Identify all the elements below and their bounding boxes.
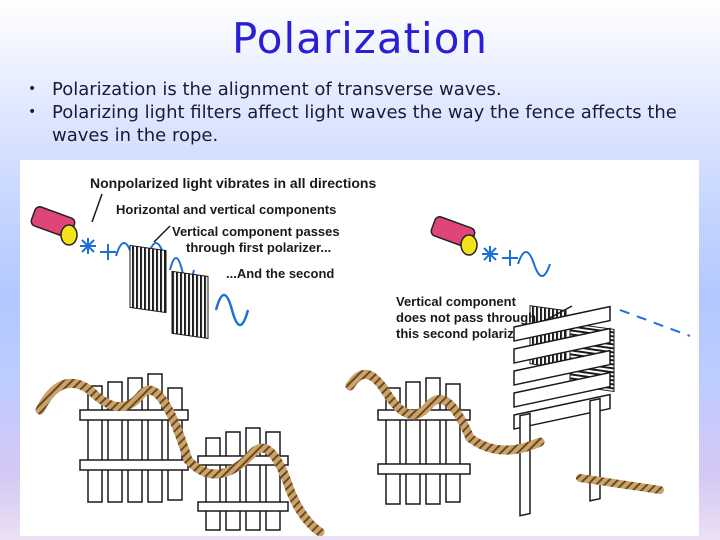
slide-title: Polarization xyxy=(0,14,720,63)
second-polarizer xyxy=(172,271,208,338)
bullet-marker: • xyxy=(28,101,36,124)
label-components: Horizontal and vertical components xyxy=(116,202,336,217)
wave-after-second xyxy=(216,295,248,325)
bullet-marker: • xyxy=(28,78,36,101)
flashlight-icon xyxy=(30,205,77,245)
sparkle-icon xyxy=(80,238,96,254)
polarization-illustration: Nonpolarized light vibrates in all direc… xyxy=(20,160,699,536)
label-passes-2: through first polarizer... xyxy=(186,240,331,255)
label-blocked-3: this second polarizer xyxy=(396,326,526,341)
first-polarizer xyxy=(130,245,166,312)
wave-unpolarized xyxy=(518,252,550,276)
blocked-wave xyxy=(620,310,690,336)
flashlight-icon xyxy=(430,215,477,255)
label-passes-1: Vertical component passes xyxy=(172,224,340,239)
label-blocked-2: does not pass through xyxy=(396,310,536,325)
label-nonpolarized: Nonpolarized light vibrates in all direc… xyxy=(90,175,376,191)
sparkle-icon xyxy=(482,246,498,262)
pointer-arrow xyxy=(154,226,170,242)
illustration-svg: Nonpolarized light vibrates in all direc… xyxy=(20,160,699,536)
bullet-list: • Polarization is the alignment of transv… xyxy=(26,78,706,147)
plus-arrows xyxy=(100,244,116,260)
label-second: ...And the second xyxy=(226,266,334,281)
bullet-item: • Polarization is the alignment of transv… xyxy=(26,78,706,101)
bullet-text: Polarization is the alignment of transve… xyxy=(52,79,502,100)
plus-arrows xyxy=(502,250,518,266)
pointer-arrow xyxy=(92,194,102,222)
bullet-text: Polarizing light filters affect light wa… xyxy=(52,102,677,146)
label-blocked-1: Vertical component xyxy=(396,294,517,309)
bullet-item: • Polarizing light filters affect light w… xyxy=(26,101,706,147)
fence-vertical xyxy=(198,428,288,530)
